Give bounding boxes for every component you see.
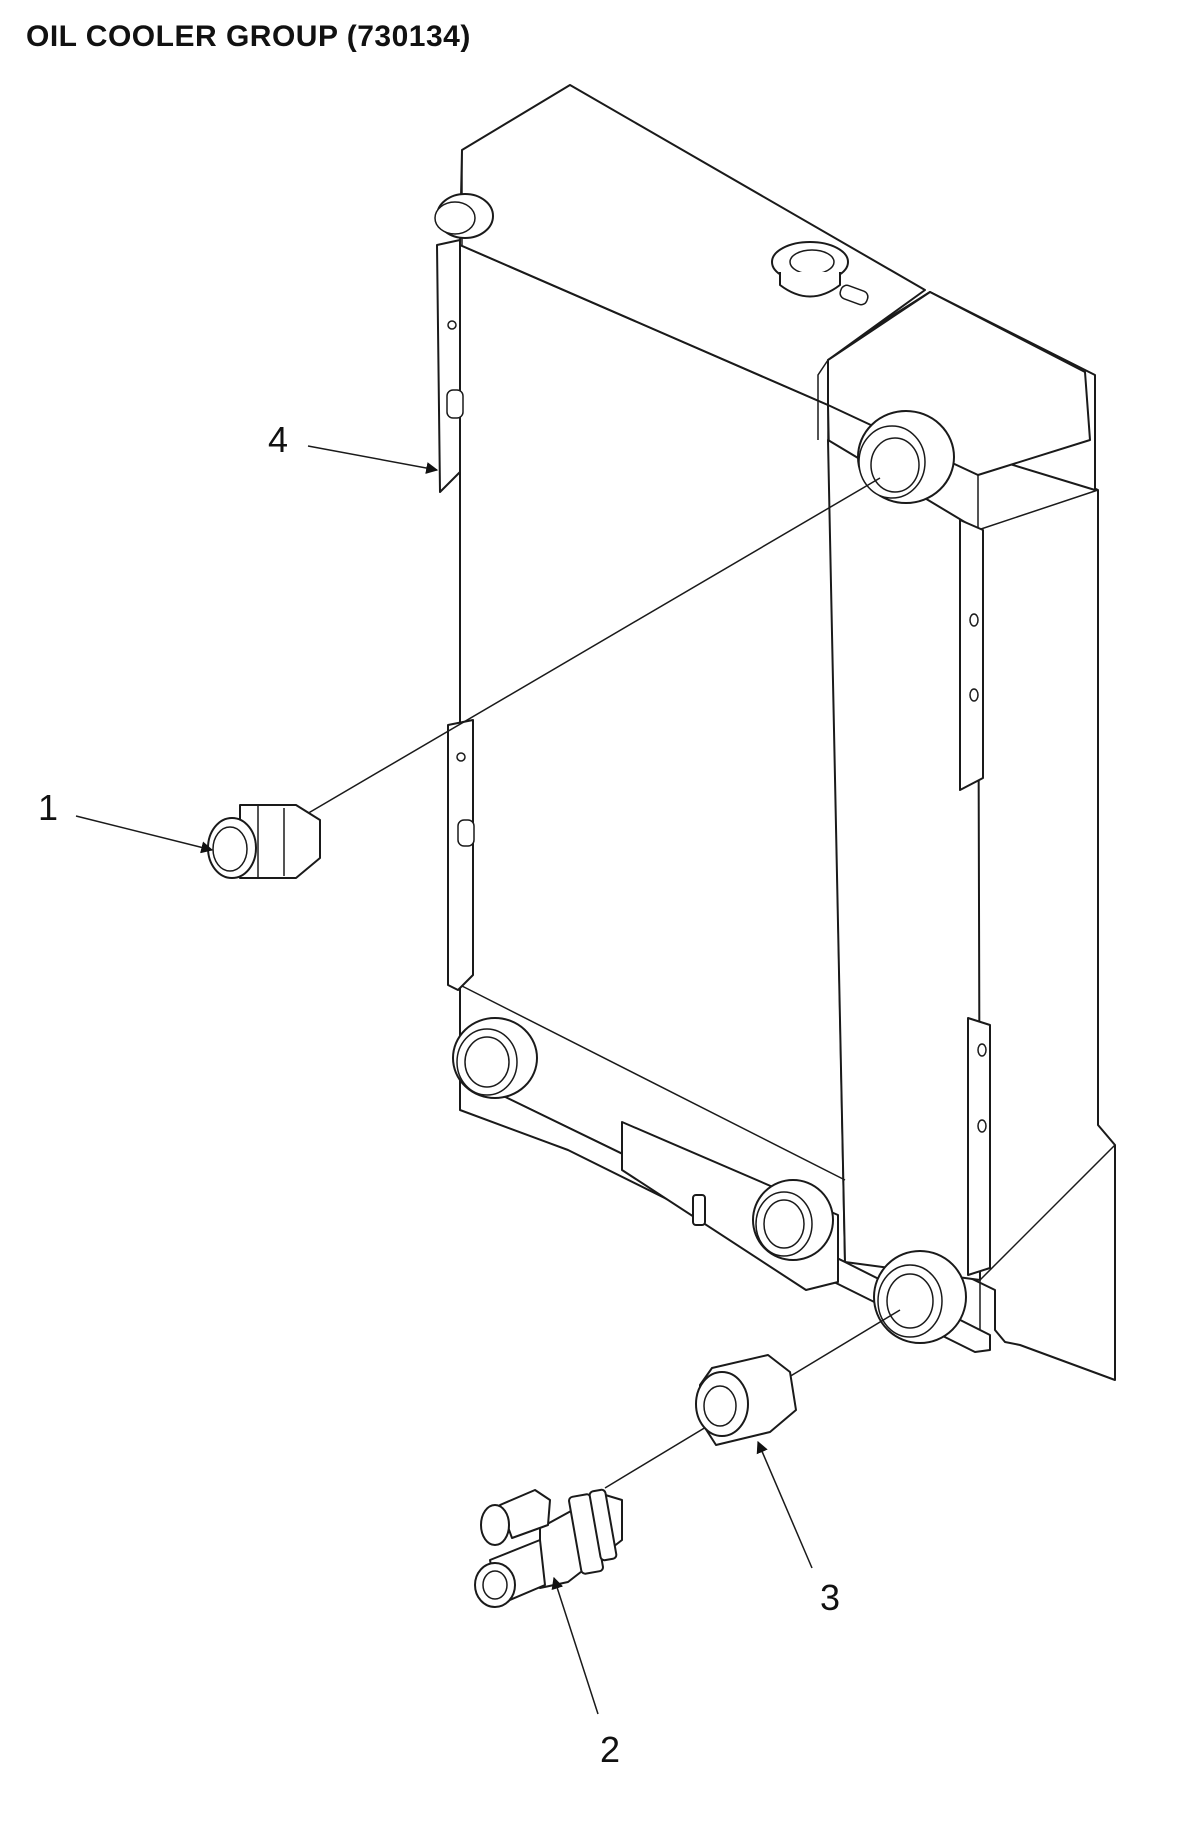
part-1-fitting <box>207 804 321 879</box>
callout-4-label: 4 <box>268 419 288 460</box>
part-2-tee-fitting <box>474 1488 623 1608</box>
part-3-nut <box>695 1354 797 1446</box>
callout-1-label: 1 <box>38 787 58 828</box>
callout-3-label: 3 <box>820 1577 840 1618</box>
page-title: OIL COOLER GROUP (730134) <box>26 20 471 53</box>
callout-1-arrow <box>75 815 214 854</box>
assembly-line-upper <box>299 477 881 819</box>
callout-4-arrow <box>307 445 439 474</box>
oil-cooler-core <box>434 84 1116 1381</box>
callout-2-label: 2 <box>600 1729 620 1770</box>
callout-2-arrow <box>551 1576 599 1715</box>
callout-3-arrow <box>756 1440 813 1569</box>
